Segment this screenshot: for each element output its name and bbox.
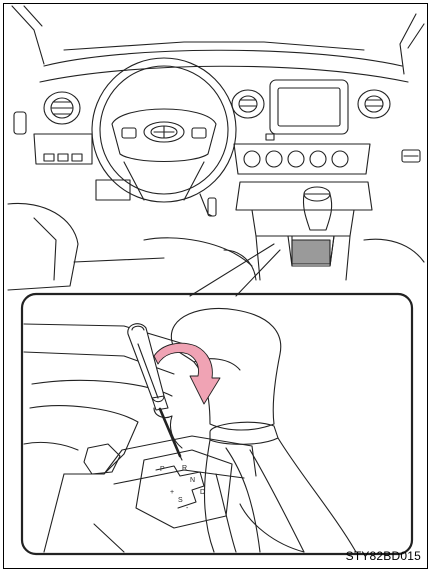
shift-label-minus: -: [186, 505, 189, 512]
center-console: [236, 182, 372, 280]
shift-knob: [171, 308, 280, 430]
left-air-vent: [44, 92, 80, 124]
illustration-frame: P R N D + S -: [3, 3, 428, 569]
shift-position-plate: P R N D + S -: [136, 450, 232, 528]
shift-label-p: P: [160, 466, 165, 473]
center-display: [270, 80, 348, 134]
dashboard-illustration: P R N D + S -: [4, 4, 429, 570]
shift-label-s: S: [178, 497, 183, 504]
shift-label-r: R: [182, 465, 187, 472]
climate-control-panel: [234, 134, 370, 174]
dashboard-overview: [8, 6, 424, 296]
figure-code: STY82BD015: [346, 549, 421, 563]
center-air-vents: [232, 90, 390, 118]
shift-label-plus: +: [170, 489, 174, 496]
detail-inset: P R N D + S -: [22, 294, 412, 554]
shift-label-n: N: [190, 477, 195, 484]
